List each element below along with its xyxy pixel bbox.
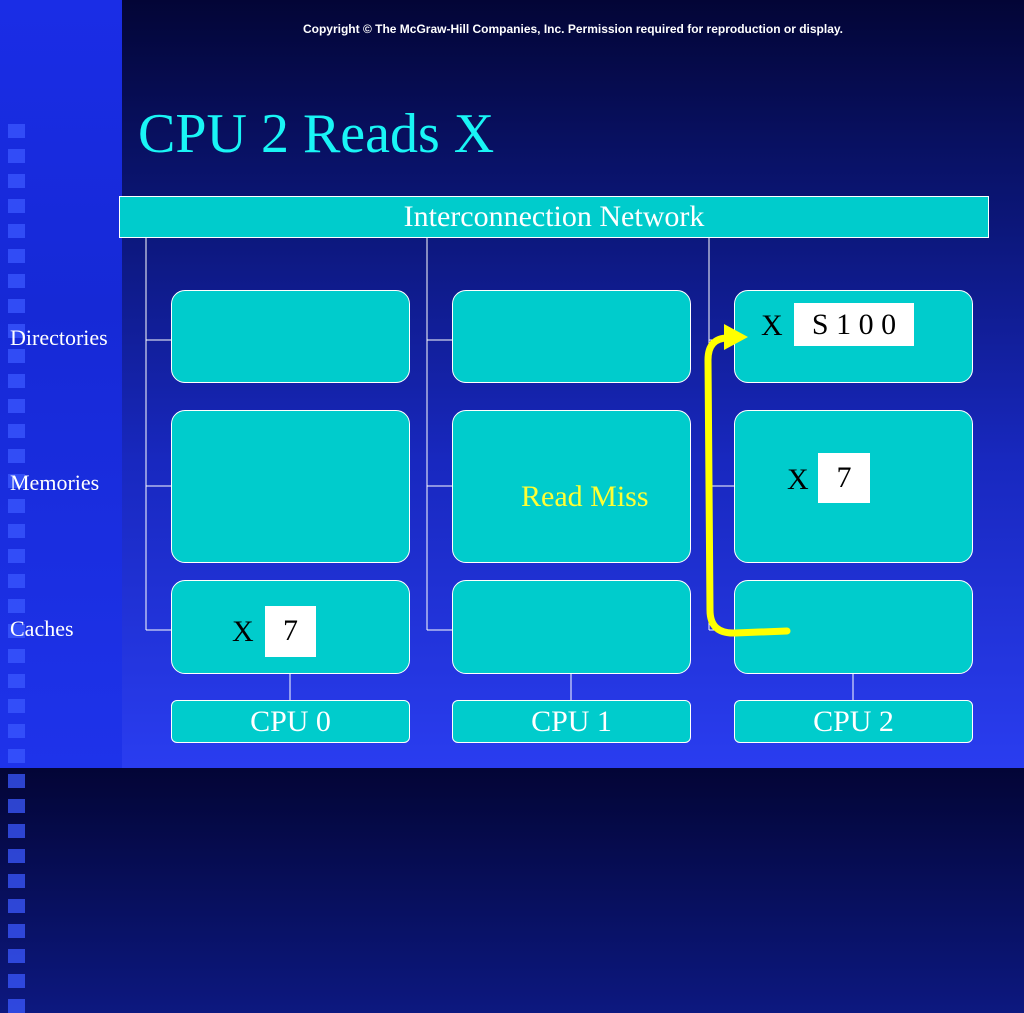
memory-node0 [171,410,410,563]
decorative-square [8,749,25,763]
decorative-square [8,699,25,713]
decorative-square [8,874,25,888]
cpu-2: CPU 2 [734,700,973,743]
decorative-square [8,224,25,238]
decorative-square [8,549,25,563]
row-label-directories: Directories [10,325,108,350]
directory-node0 [171,290,410,383]
arrow-head-icon [724,324,748,350]
cache-var-label: X [232,615,254,648]
interconnection-network: Interconnection Network [119,196,989,238]
decorative-square [8,674,25,688]
read-miss-label: Read Miss [521,480,649,513]
row-label-caches: Caches [10,616,74,641]
decorative-square [8,774,25,788]
row-label-memories: Memories [10,470,100,495]
decorative-square [8,899,25,913]
cpu-0: CPU 0 [171,700,410,743]
decorative-square [8,374,25,388]
decorative-square [8,949,25,963]
cache-node1 [452,580,691,674]
decorative-square [8,399,25,413]
decorative-square [8,999,25,1013]
memory-var-label: X [787,463,809,496]
decorative-square [8,649,25,663]
decorative-square [8,349,25,363]
slide-title: CPU 2 Reads X [138,103,495,165]
decorative-square [8,449,25,463]
decorative-square [8,799,25,813]
cache-value-box: 7 [265,606,316,657]
decorative-square [8,324,25,338]
decorative-square [8,199,25,213]
decorative-square [8,124,25,138]
decorative-square [8,274,25,288]
decorative-square [8,424,25,438]
cache-node2 [734,580,973,674]
decorative-square [8,599,25,613]
decorative-square [8,149,25,163]
memory-value-box: 7 [818,453,870,503]
memory-node1 [452,410,691,563]
decorative-square [8,174,25,188]
cpu-1: CPU 1 [452,700,691,743]
decorative-square [8,474,25,488]
read-miss-arrow [704,324,791,637]
decorative-square [8,824,25,838]
copyright-notice: Copyright © The McGraw-Hill Companies, I… [302,22,844,36]
decorative-square [8,499,25,513]
decorative-square [8,849,25,863]
directory-node1 [452,290,691,383]
directory-var-label: X [761,309,783,342]
directory-entry-box: S 1 0 0 [794,303,914,346]
decorative-square [8,574,25,588]
decorative-square [8,299,25,313]
decorative-square [8,724,25,738]
decorative-square [8,524,25,538]
decorative-square [8,249,25,263]
decorative-square [8,624,25,638]
decorative-square [8,974,25,988]
decorative-square [8,924,25,938]
